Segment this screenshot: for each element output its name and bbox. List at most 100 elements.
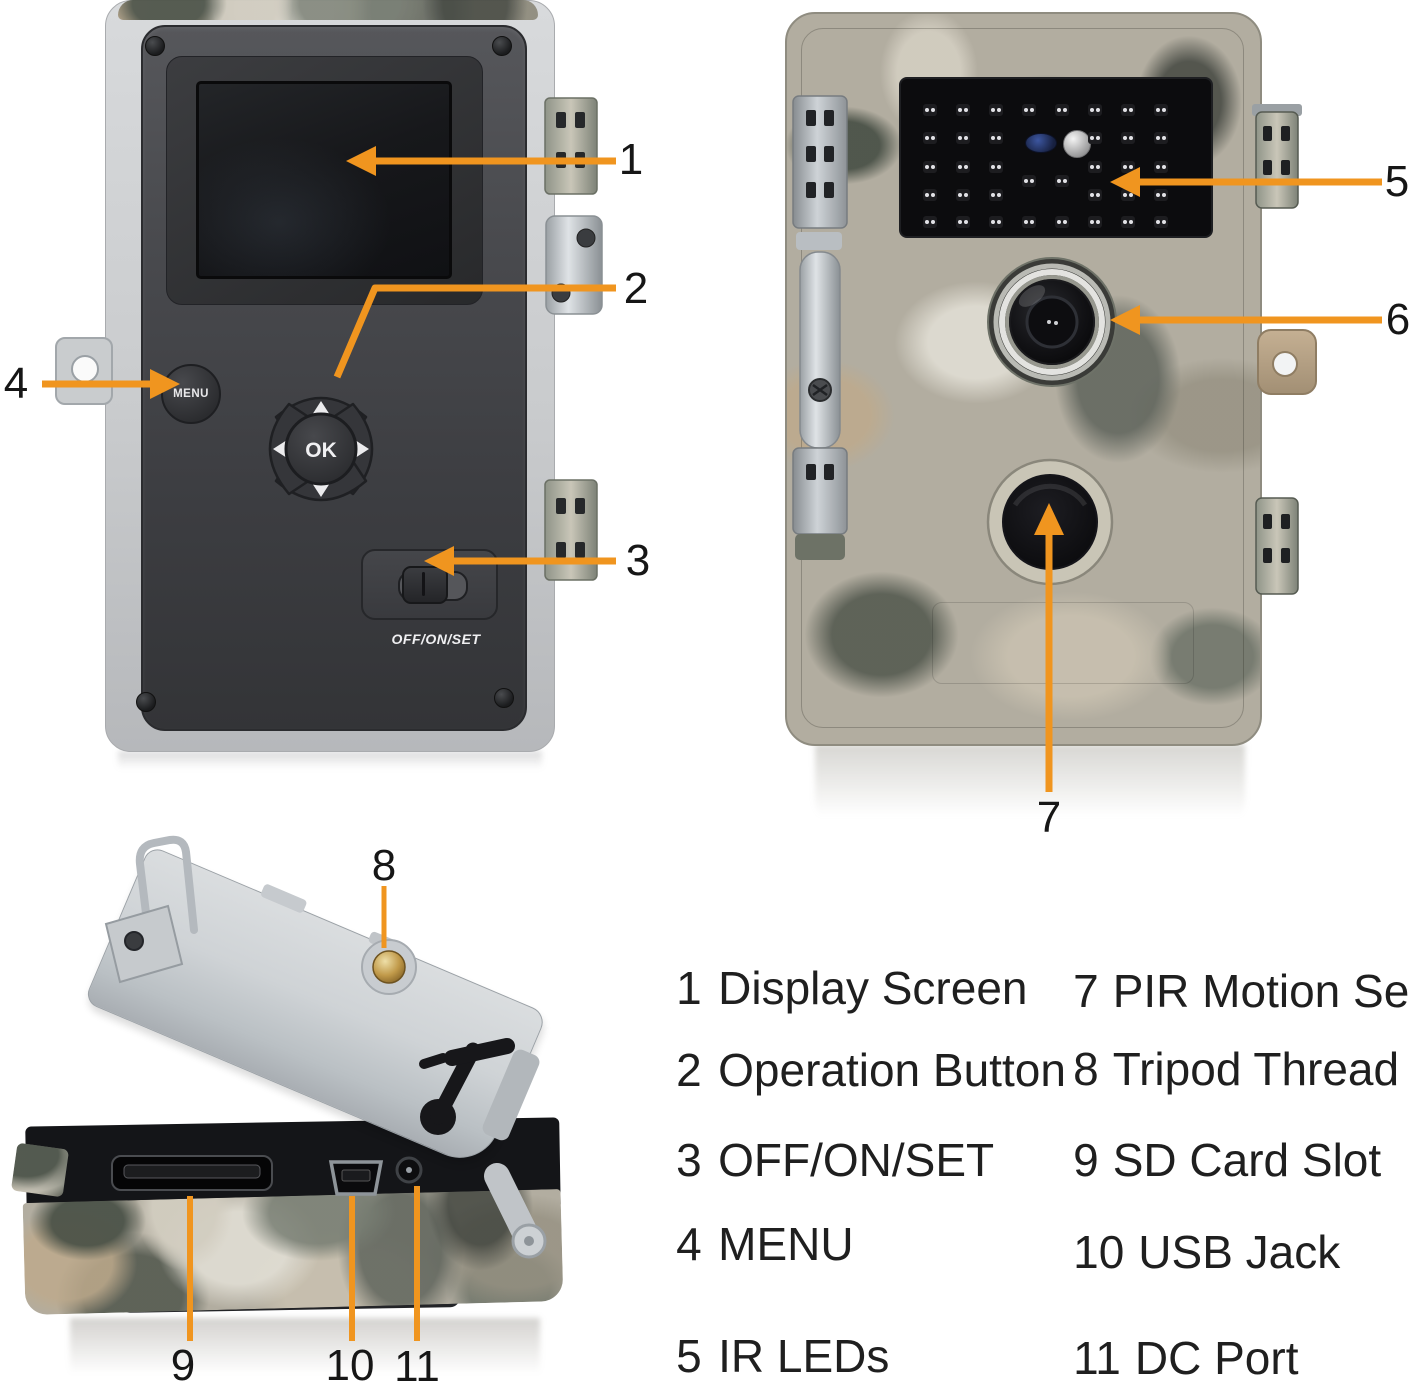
ir-led — [1154, 216, 1168, 228]
legend-item-menu: 4 MENU — [625, 1163, 854, 1325]
ir-led — [1022, 216, 1036, 228]
legend-num: 10 — [1073, 1226, 1125, 1278]
dpad-segments: OK — [268, 396, 374, 502]
ir-led — [989, 216, 1003, 228]
legend-num: 7 — [1073, 965, 1099, 1017]
ir-led — [956, 161, 970, 173]
reflection — [70, 1318, 540, 1388]
latch-catch-tab — [10, 1142, 70, 1198]
lid-tab — [259, 883, 308, 914]
ok-button — [284, 412, 358, 486]
ir-led — [1088, 161, 1102, 173]
left-arrow-icon — [273, 440, 287, 458]
ir-led — [989, 104, 1003, 116]
screw-icon — [136, 692, 156, 712]
ir-led — [1022, 175, 1036, 187]
lid-tab — [367, 930, 408, 957]
camera-lens — [987, 257, 1117, 387]
legend-label: MENU — [718, 1218, 854, 1270]
legend-label: OFF/ON/SET — [718, 1134, 995, 1186]
light-sensor-icon — [1063, 130, 1091, 158]
callout-number-1: 1 — [618, 135, 644, 184]
ir-led — [1022, 104, 1036, 116]
down-arrow-icon — [312, 483, 330, 497]
ir-led — [923, 161, 937, 173]
callout-number-4: 4 — [3, 359, 29, 408]
legend-num: 1 — [676, 962, 702, 1014]
ir-led — [1121, 161, 1135, 173]
callout-number-10: 10 — [325, 1341, 375, 1390]
legend-label: IR LEDs — [718, 1330, 890, 1382]
legend-label: USB Jack — [1138, 1226, 1341, 1278]
ir-led — [1154, 132, 1168, 144]
legend-item-lens: 6Lens — [625, 1355, 818, 1395]
callout-number-2: 2 — [623, 264, 649, 313]
ir-led — [923, 104, 937, 116]
legend-label: Tripod Thread — [1112, 1043, 1400, 1095]
ir-led — [923, 216, 937, 228]
camo-top-strip — [118, 0, 538, 20]
ir-led — [1154, 189, 1168, 201]
legend-num: 2 — [676, 1044, 702, 1096]
callout-number-8: 8 — [371, 841, 397, 890]
switch-label: OFF/ON/SET — [391, 631, 481, 647]
ir-led — [989, 132, 1003, 144]
ir-led — [1154, 161, 1168, 173]
screw-icon — [145, 36, 165, 56]
legend-item-ir-leds: 5 IR LEDs — [625, 1275, 889, 1395]
legend-num: 8 — [1073, 1043, 1099, 1095]
ir-led — [989, 161, 1003, 173]
ir-led — [1088, 132, 1102, 144]
pir-motion-sensor — [986, 458, 1114, 586]
blue-sensor-icon — [1025, 133, 1057, 153]
ir-led — [1088, 104, 1102, 116]
legend-num: 5 — [676, 1330, 702, 1382]
ir-led — [956, 216, 970, 228]
display-screen — [196, 81, 452, 279]
operation-dpad: OK — [268, 396, 374, 502]
ir-led — [1121, 132, 1135, 144]
up-arrow-icon — [312, 401, 330, 415]
ir-led — [923, 132, 937, 144]
ir-led — [989, 189, 1003, 201]
power-switch-knob — [402, 566, 448, 604]
ir-led — [956, 189, 970, 201]
ir-led — [1055, 104, 1069, 116]
ir-led — [923, 189, 937, 201]
callout-number-6: 6 — [1385, 295, 1411, 344]
legend-num: 3 — [676, 1134, 702, 1186]
ir-led — [956, 104, 970, 116]
back-left-mounting-lug — [55, 337, 113, 405]
ir-led — [1154, 104, 1168, 116]
callout-number-5: 5 — [1384, 157, 1410, 206]
ir-led — [956, 132, 970, 144]
callout-number-7: 7 — [1036, 793, 1062, 842]
trail-camera-front-view — [785, 12, 1262, 746]
legend-label: SD Card Slot — [1112, 1134, 1382, 1186]
screw-icon — [494, 688, 514, 708]
ir-led — [1055, 216, 1069, 228]
ir-led — [1121, 104, 1135, 116]
legend-num: 4 — [676, 1218, 702, 1270]
reflection — [118, 751, 542, 769]
callout-number-3: 3 — [625, 536, 651, 585]
legend-num: 11 — [1073, 1332, 1121, 1384]
right-arrow-icon — [355, 440, 369, 458]
ok-button-label: OK — [305, 439, 337, 462]
legend-label: DC Port — [1134, 1332, 1299, 1384]
camo-lower-body — [22, 1188, 564, 1316]
legend-num: 9 — [1073, 1134, 1099, 1186]
callout-number-9: 9 — [170, 1341, 196, 1390]
legend-label: Display Screen — [718, 962, 1028, 1014]
legend-item-off-on-set: 3 OFF/ON/SET — [625, 1079, 994, 1241]
legend-item-display-screen: 1 Display Screen — [625, 907, 1027, 1069]
ir-led — [1088, 216, 1102, 228]
ir-led-panel — [899, 77, 1213, 238]
callout-number-11: 11 — [394, 1342, 440, 1391]
